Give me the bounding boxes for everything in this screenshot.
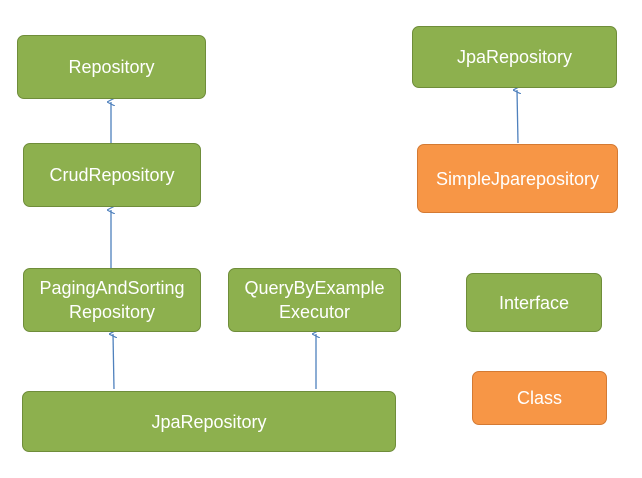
arrow-simple-to-jpa	[517, 90, 518, 144]
node-paging-label-line2: Repository	[68, 302, 156, 322]
legend-interface: Interface	[466, 273, 602, 332]
legend-class: Class	[472, 371, 607, 425]
node-jpa-repository-top: JpaRepository	[412, 26, 617, 88]
node-jpa-repository-bottom: JpaRepository	[22, 391, 396, 452]
node-crud-repository: CrudRepository	[23, 143, 201, 207]
node-simple-jpa-repository-label: SimpleJparepository	[435, 168, 600, 189]
node-paging-and-sorting-repository: PagingAndSorting Repository	[23, 268, 201, 332]
node-query-label-line2: Executor	[278, 302, 351, 322]
node-jpa-repository-top-label: JpaRepository	[456, 47, 573, 67]
node-query-label-line1: QueryByExample	[244, 278, 385, 298]
legend-interface-label: Interface	[498, 292, 570, 313]
legend-class-label: Class	[516, 388, 562, 408]
arrow-jpa-to-paging	[113, 334, 114, 390]
node-simple-jpa-repository: SimpleJparepository	[417, 144, 618, 213]
node-repository: Repository	[17, 35, 206, 99]
node-repository-label: Repository	[68, 57, 155, 77]
node-crud-repository-label: CrudRepository	[49, 165, 175, 185]
node-query-by-example-executor: QueryByExample Executor	[228, 268, 401, 332]
node-jpa-repository-bottom-label: JpaRepository	[151, 411, 267, 432]
node-paging-label-line1: PagingAndSorting	[39, 278, 185, 298]
